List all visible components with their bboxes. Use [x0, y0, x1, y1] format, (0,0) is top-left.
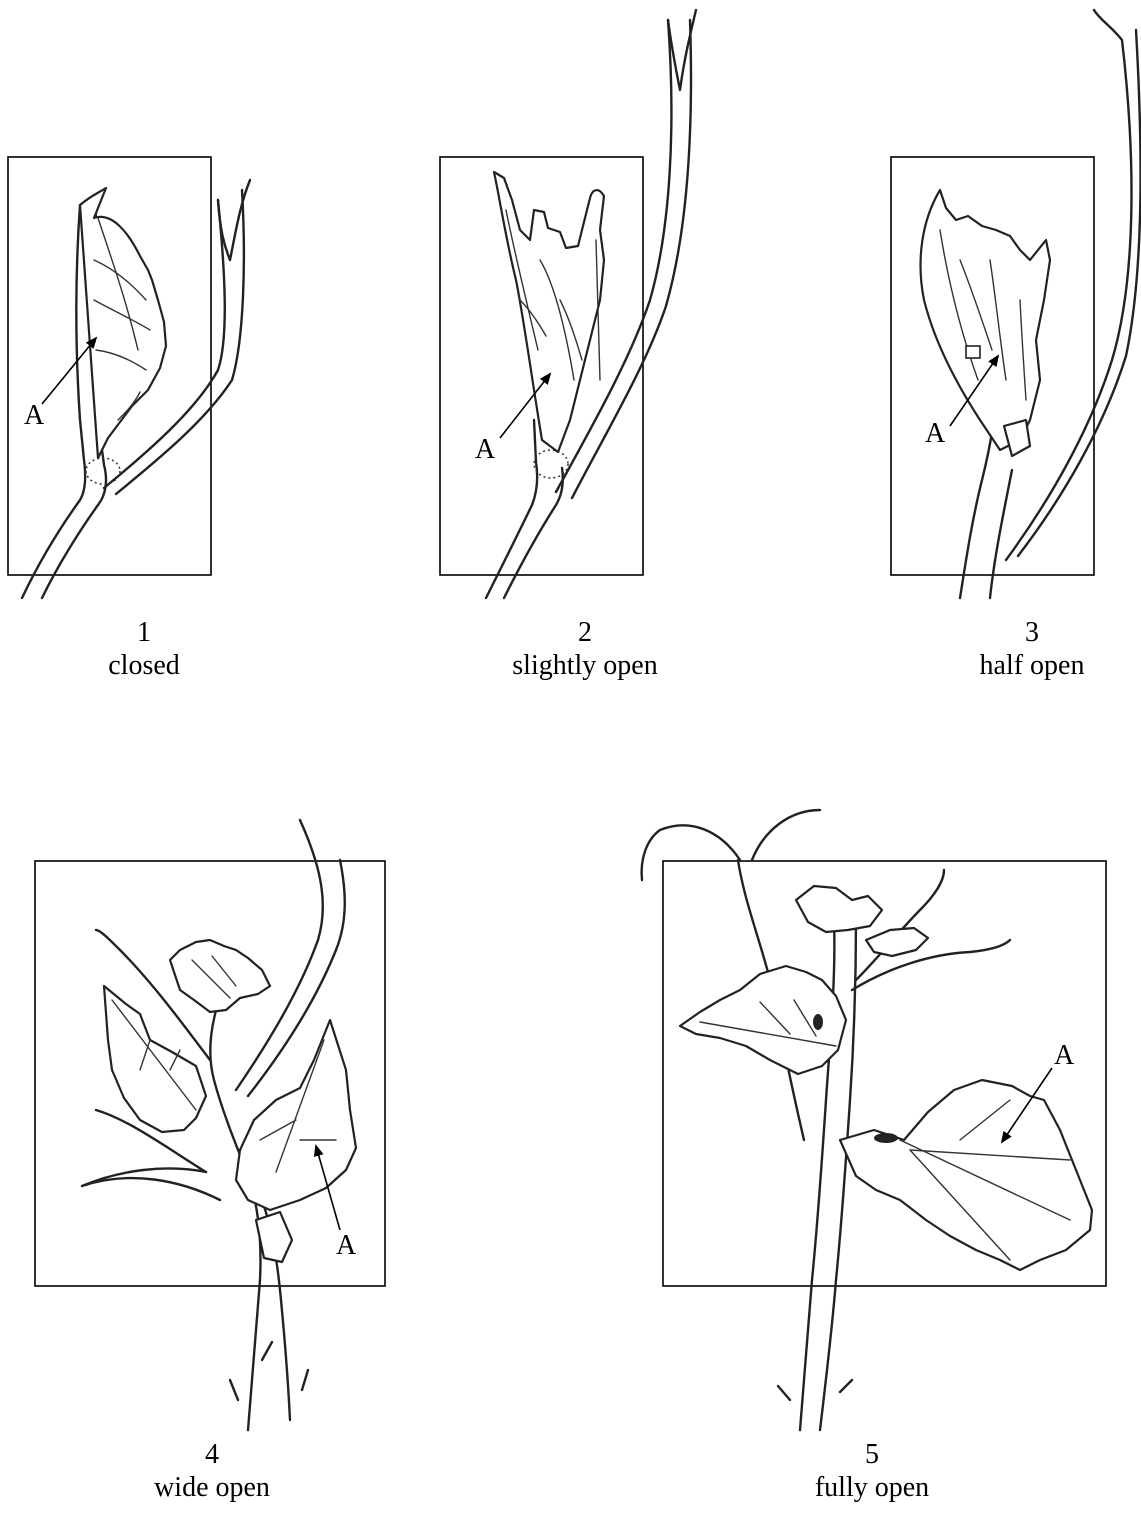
stage-2-caption: 2 slightly open — [465, 616, 705, 682]
stage-3-number: 3 — [912, 616, 1141, 649]
stage-1-number: 1 — [24, 616, 264, 649]
stage-3-drawing: A — [891, 10, 1141, 598]
stage-5-marker: A — [1054, 1040, 1075, 1071]
stage-4-number: 4 — [92, 1438, 332, 1471]
stage-3-caption: 3 half open — [912, 616, 1141, 682]
stage-2-number: 2 — [465, 616, 705, 649]
stage-5-caption: 5 fully open — [752, 1438, 992, 1504]
stage-2-drawing: A — [440, 10, 696, 598]
stage-5-label: fully open — [752, 1471, 992, 1504]
stage-3-marker: A — [925, 418, 946, 449]
stage-4-marker: A — [336, 1230, 357, 1261]
stage-5-number: 5 — [752, 1438, 992, 1471]
stage-1-caption: 1 closed — [24, 616, 264, 682]
stage-1-marker: A — [24, 400, 45, 431]
stage-4-label: wide open — [92, 1471, 332, 1504]
stage-4-caption: 4 wide open — [92, 1438, 332, 1504]
stage-3-label: half open — [912, 649, 1141, 682]
stage-1-drawing: A — [8, 157, 250, 598]
stage-2-label: slightly open — [465, 649, 705, 682]
stage-5-drawing: A — [642, 810, 1106, 1430]
stage-4-drawing: A — [35, 820, 385, 1430]
stage-1-label: closed — [24, 649, 264, 682]
stage-2-marker: A — [475, 434, 496, 465]
